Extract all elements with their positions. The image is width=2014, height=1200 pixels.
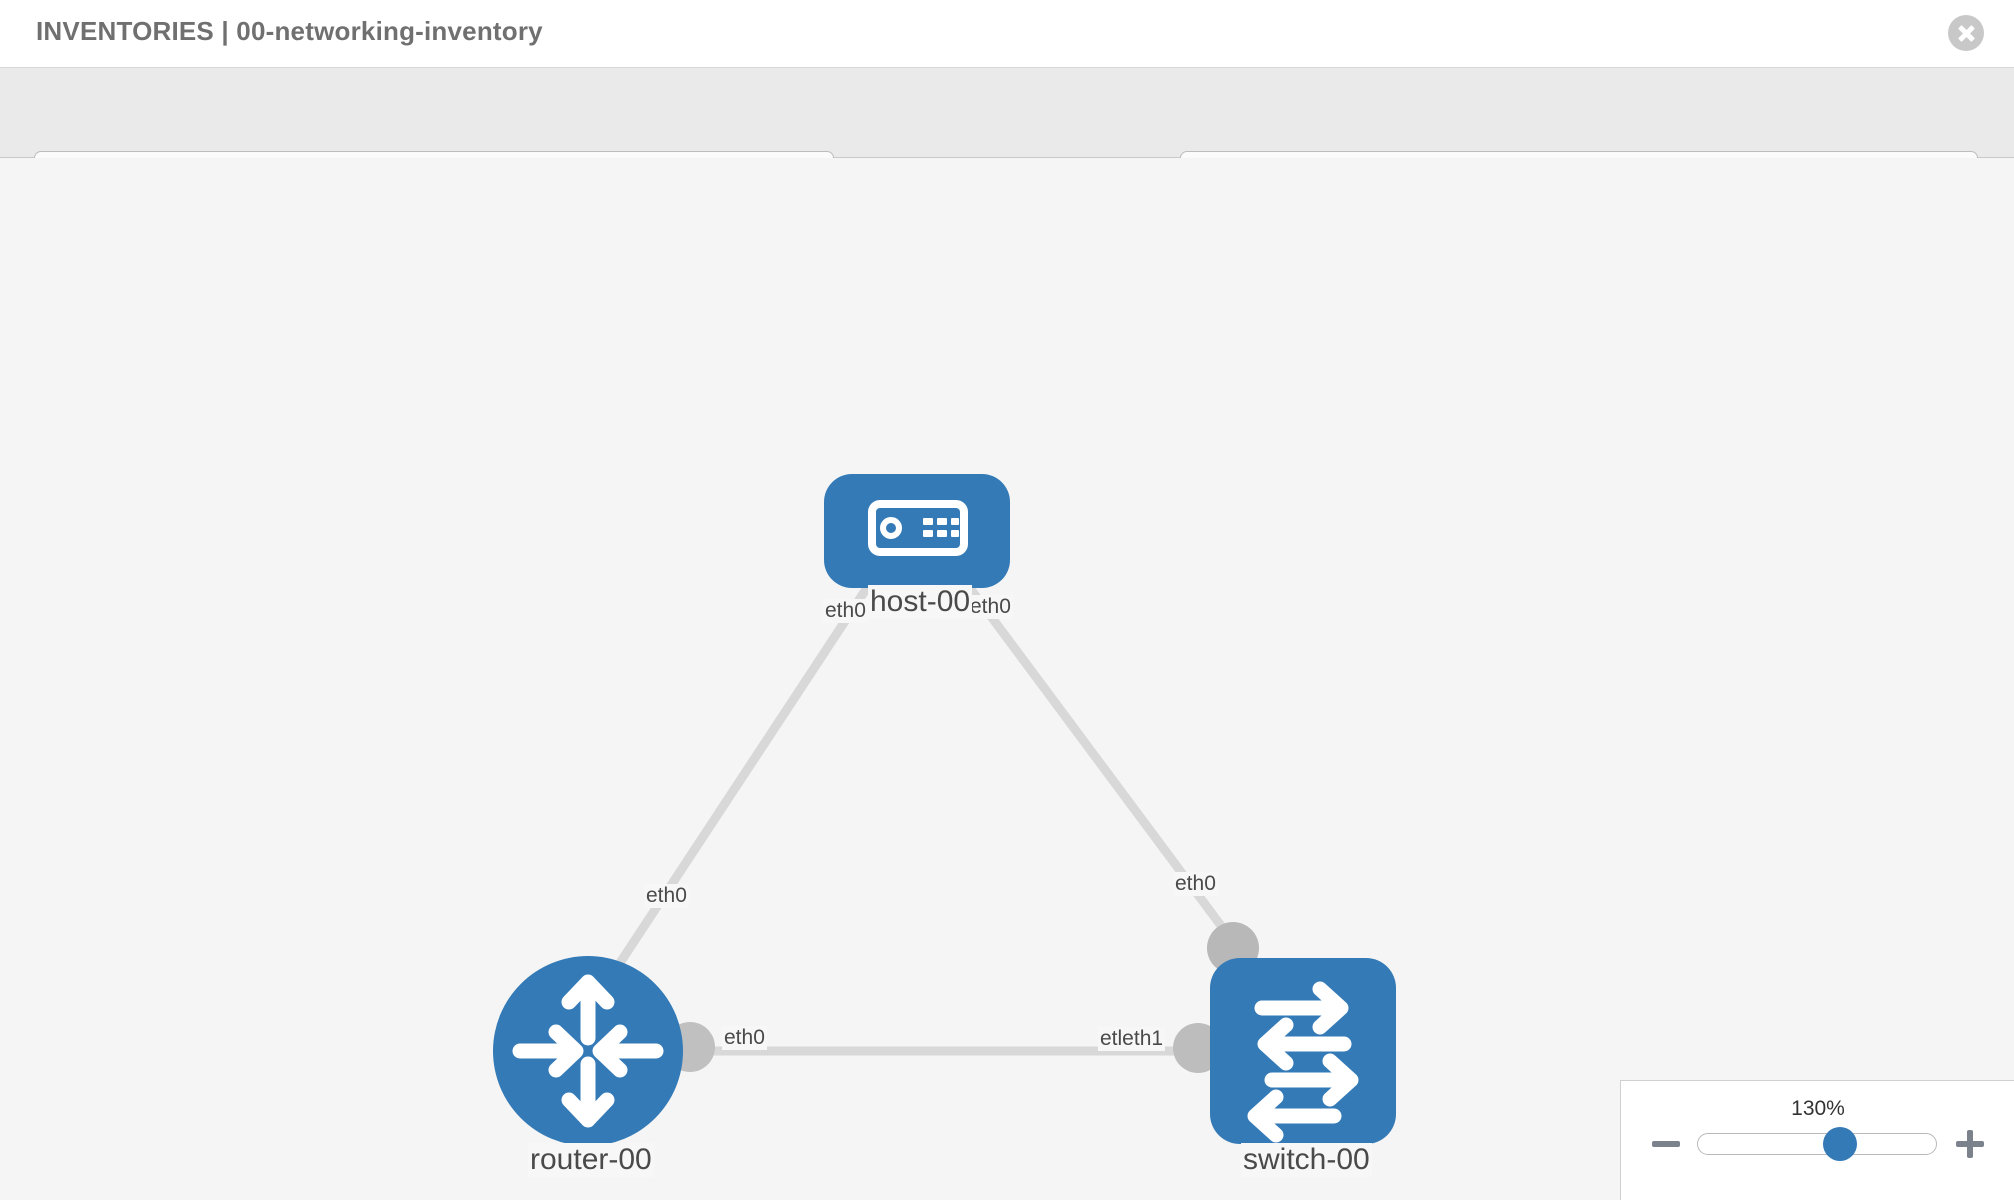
close-icon[interactable] — [1948, 15, 1984, 51]
node-switch-00[interactable] — [1210, 958, 1396, 1144]
zoom-control-panel: 130% — [1620, 1080, 2014, 1200]
plus-icon[interactable] — [1953, 1127, 1987, 1161]
page-header: INVENTORIES | 00-networking-inventory — [0, 0, 2014, 68]
iface-label-host-right: eth0 — [968, 595, 1013, 619]
iface-label-router-up: eth0 — [644, 884, 689, 908]
link-host-switch — [951, 565, 1249, 961]
zoom-slider-thumb[interactable] — [1823, 1127, 1857, 1161]
node-label-router-00: router-00 — [528, 1143, 654, 1177]
iface-label-switch-left: etleth1 — [1098, 1027, 1166, 1051]
node-label-host-00: host-00 — [868, 585, 973, 619]
iface-label-switch-up: eth0 — [1173, 872, 1218, 896]
link-router-host — [606, 565, 884, 981]
node-label-switch-00: switch-00 — [1241, 1143, 1372, 1177]
topology-canvas[interactable]: eth0 eth0 eth0 eth0 eth0 etleth1 host-00… — [0, 158, 2014, 1200]
zoom-percent-label: 130% — [1791, 1097, 1845, 1120]
page-title: INVENTORIES | 00-networking-inventory — [36, 16, 543, 46]
node-router-00[interactable] — [493, 956, 683, 1146]
toolbar: ACTIONS SEARCH — [0, 68, 2014, 203]
iface-label-host-left: eth0 — [823, 599, 868, 623]
node-host-00[interactable] — [824, 474, 1010, 588]
topology-links — [606, 565, 1249, 1056]
zoom-slider[interactable] — [1697, 1127, 1937, 1161]
minus-icon[interactable] — [1649, 1127, 1683, 1161]
minus-icon-bar — [1652, 1141, 1680, 1147]
plus-icon-bar-v — [1967, 1130, 1973, 1158]
iface-label-router-right: eth0 — [722, 1026, 767, 1050]
topology-graph[interactable] — [0, 158, 2014, 1200]
